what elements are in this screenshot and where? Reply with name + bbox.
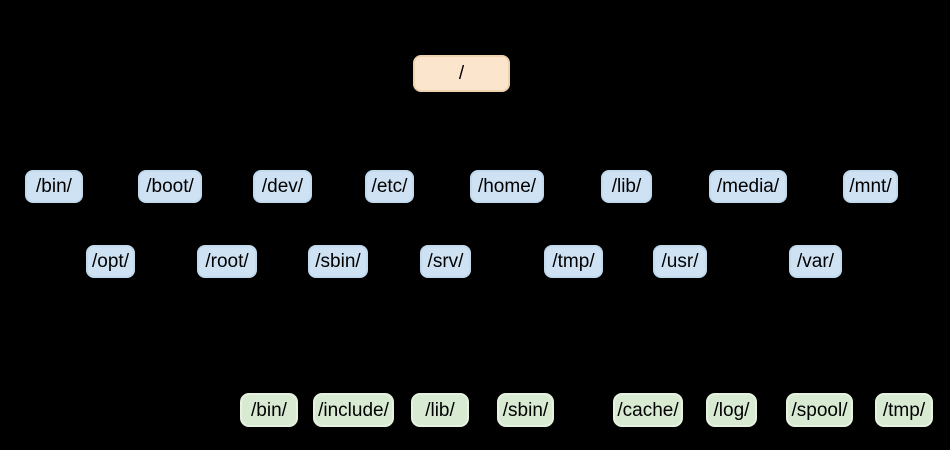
node-root: / (413, 55, 510, 92)
node-tmp: /tmp/ (544, 245, 603, 278)
node-usr-bin: /bin/ (240, 393, 298, 427)
node-usr-sbin: /sbin/ (497, 393, 554, 427)
node-var-spool: /spool/ (786, 393, 853, 427)
node-rootdir: /root/ (197, 245, 257, 278)
node-opt: /opt/ (86, 245, 135, 278)
node-var-cache: /cache/ (613, 393, 683, 427)
node-mnt: /mnt/ (843, 170, 898, 203)
node-var: /var/ (789, 245, 842, 278)
node-usr-lib: /lib/ (411, 393, 469, 427)
node-bin: /bin/ (25, 170, 83, 203)
node-var-log: /log/ (706, 393, 757, 427)
node-sbin: /sbin/ (308, 245, 368, 278)
node-var-tmp: /tmp/ (875, 393, 933, 427)
node-lib: /lib/ (601, 170, 652, 203)
node-boot: /boot/ (138, 170, 202, 203)
node-dev: /dev/ (253, 170, 312, 203)
node-home: /home/ (470, 170, 544, 203)
node-srv: /srv/ (420, 245, 471, 278)
node-usr: /usr/ (653, 245, 707, 278)
node-usr-include: /include/ (313, 393, 394, 427)
node-etc: /etc/ (365, 170, 414, 203)
node-media: /media/ (709, 170, 787, 203)
